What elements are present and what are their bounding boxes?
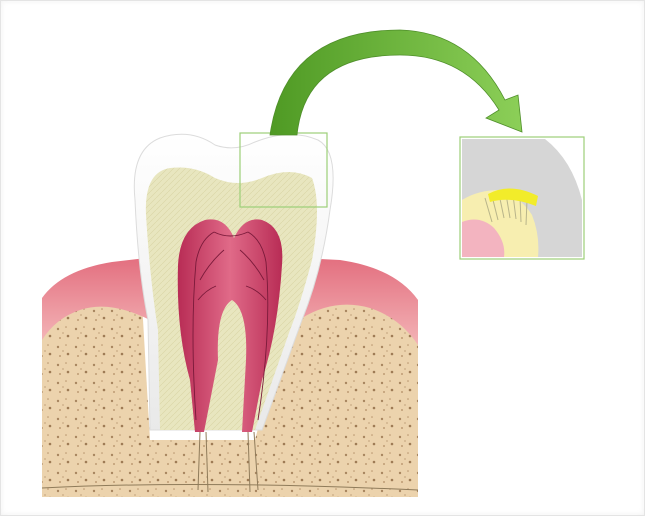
zoom-arrow — [270, 30, 522, 135]
magnified-detail-inset — [460, 137, 584, 259]
